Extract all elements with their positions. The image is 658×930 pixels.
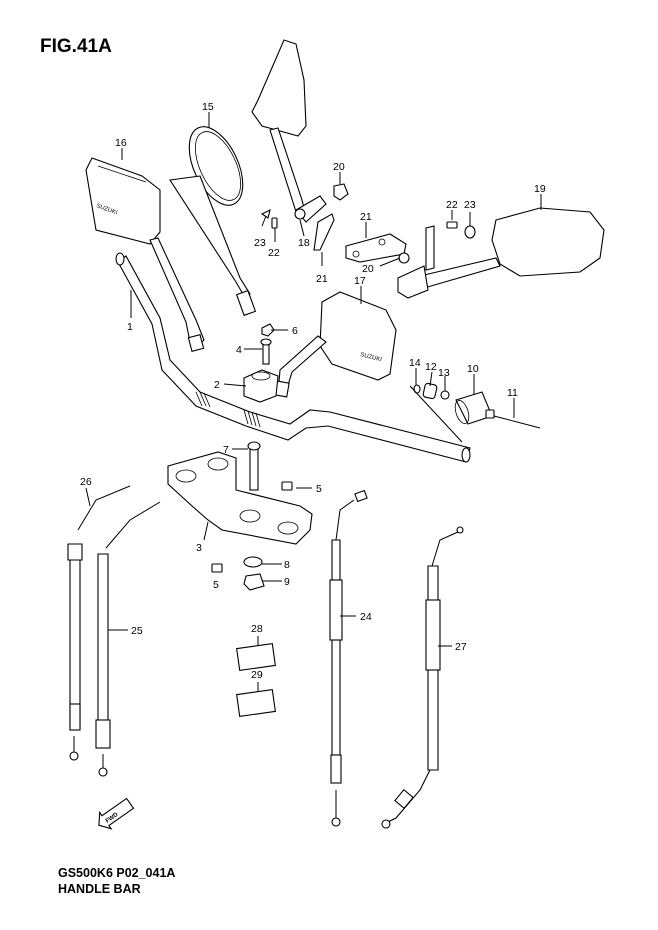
callout-numbers: 1 2 3 4 5 5 6 7 8 9 10 11 12 13 14 15 16… bbox=[80, 101, 546, 681]
cable-24 bbox=[329, 489, 368, 827]
right-mirror bbox=[397, 207, 605, 299]
callout-16: 16 bbox=[115, 137, 127, 149]
cable-27 bbox=[381, 526, 464, 829]
callout-21: 21 bbox=[360, 211, 372, 223]
callout-14: 14 bbox=[409, 357, 421, 369]
callout-2: 2 bbox=[214, 379, 220, 391]
callout-26: 26 bbox=[80, 476, 92, 488]
callout-20b: 20 bbox=[362, 263, 374, 275]
callout-22: 22 bbox=[268, 247, 280, 259]
callout-23b: 23 bbox=[464, 199, 476, 211]
callout-15: 15 bbox=[202, 101, 214, 113]
callout-18: 18 bbox=[298, 237, 310, 249]
callout-25: 25 bbox=[131, 625, 143, 637]
round-mirror bbox=[169, 126, 257, 317]
callout-8: 8 bbox=[284, 559, 290, 571]
callout-11: 11 bbox=[507, 387, 518, 399]
callout-29: 29 bbox=[251, 669, 263, 681]
handlebar-holder bbox=[167, 451, 313, 591]
callout-7: 7 bbox=[223, 444, 229, 456]
callout-5: 5 bbox=[316, 483, 322, 495]
callout-27: 27 bbox=[455, 641, 467, 653]
callout-19: 19 bbox=[534, 183, 546, 195]
leader-lines bbox=[85, 112, 542, 692]
callout-3: 3 bbox=[196, 542, 202, 554]
callout-13: 13 bbox=[438, 367, 450, 379]
callout-28: 28 bbox=[251, 623, 263, 635]
callout-10: 10 bbox=[467, 363, 479, 375]
figure-title: FIG.41A bbox=[40, 36, 112, 57]
handlebar bbox=[115, 252, 471, 463]
cable-25 bbox=[67, 485, 161, 777]
mirror-brand-mark-2: SUZUKI bbox=[360, 352, 383, 363]
callout-6: 6 bbox=[292, 325, 298, 337]
handlebar-clamp bbox=[243, 323, 279, 491]
forward-arrow-icon: FWD bbox=[98, 797, 135, 830]
callout-22b: 22 bbox=[446, 199, 458, 211]
label-29-sticker bbox=[236, 688, 276, 718]
callout-4: 4 bbox=[236, 344, 242, 356]
callout-1: 1 bbox=[127, 321, 133, 333]
callout-21b: 21 bbox=[316, 273, 328, 285]
grip-end-assembly bbox=[413, 382, 541, 429]
callout-24: 24 bbox=[360, 611, 372, 623]
callout-5b: 5 bbox=[213, 579, 219, 591]
left-mirror: SUZUKI bbox=[85, 157, 205, 352]
callout-9: 9 bbox=[284, 576, 290, 588]
mirror-adapters bbox=[260, 183, 476, 264]
figure-subtitle: HANDLE BAR bbox=[58, 882, 141, 896]
callout-12: 12 bbox=[425, 361, 437, 373]
figure-code: GS500K6 P02_041A bbox=[58, 866, 175, 880]
callout-23: 23 bbox=[254, 237, 266, 249]
right-rect-mirror: SUZUKI bbox=[274, 291, 397, 398]
label-28-sticker bbox=[236, 642, 276, 672]
upper-mirror bbox=[251, 39, 327, 223]
callout-20: 20 bbox=[333, 161, 345, 173]
callout-17: 17 bbox=[354, 275, 366, 287]
